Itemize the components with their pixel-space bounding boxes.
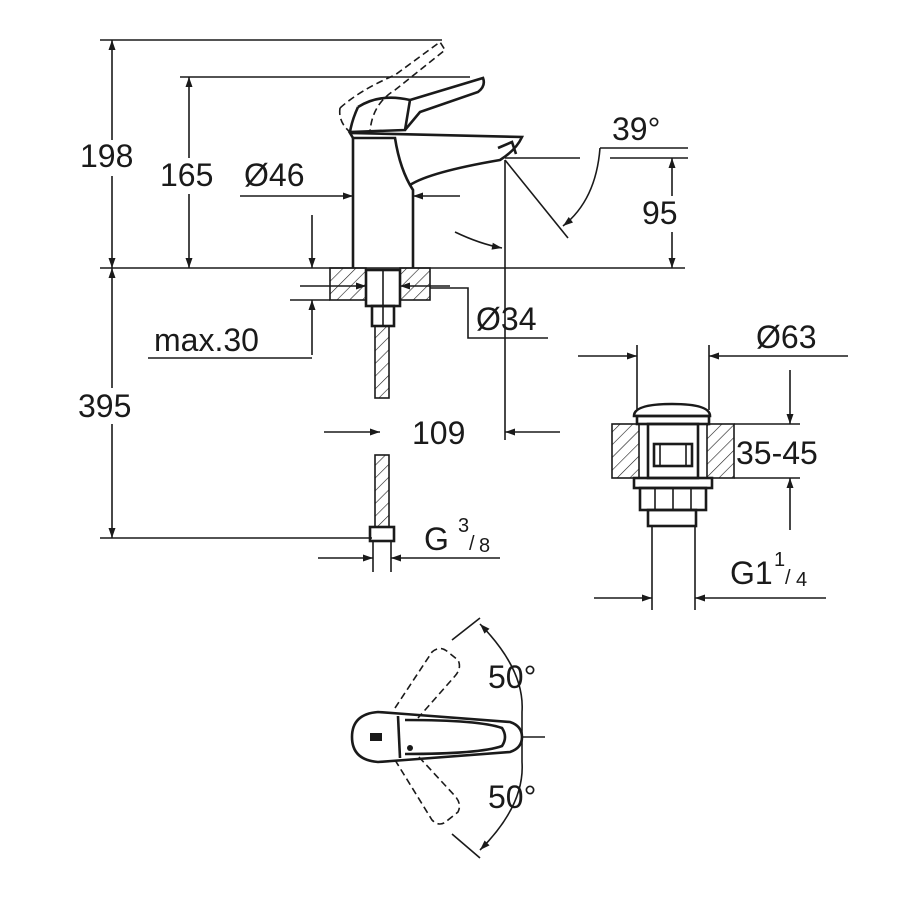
label-109: 109: [412, 415, 465, 451]
label-198: 198: [80, 138, 133, 174]
label-rotation-bottom: 50°: [488, 779, 536, 815]
dim-165: [160, 76, 470, 268]
faucet-spout: [347, 131, 525, 187]
dim-angle-39: [454, 147, 688, 268]
top-view-body: [350, 710, 524, 764]
label-165: 165: [160, 157, 213, 193]
faucet-side-view: [100, 40, 685, 572]
dim-max-30: [148, 215, 330, 359]
faucet-top-view: [350, 617, 545, 859]
label-rotation-top: 50°: [488, 659, 536, 695]
dim-395: [78, 268, 372, 539]
dim-diameter-63: [578, 345, 848, 410]
label-diameter-46: Ø46: [244, 157, 304, 193]
dim-35-45: [734, 370, 800, 530]
waste-valve: [611, 402, 735, 610]
deck-section-left: [329, 267, 367, 301]
supply-hose-upper: [374, 325, 390, 399]
label-max-30: max.30: [154, 322, 259, 358]
dim-109: [324, 268, 560, 440]
label-g1-1-4-num: 1: [774, 549, 785, 571]
label-angle-39: 39°: [612, 111, 660, 147]
lever-dashed-position: [339, 40, 447, 133]
label-g-3-8-den: 8: [479, 535, 490, 557]
label-395: 395: [78, 388, 131, 424]
supply-hose-lower: [374, 454, 390, 528]
label-g-3-8-slash: /: [469, 533, 475, 555]
faucet-lever: [349, 76, 486, 134]
label-g1-1-4-slash: /: [785, 567, 791, 589]
dim-198: [80, 39, 442, 268]
deck-section-right: [399, 267, 431, 301]
label-35-45: 35-45: [736, 435, 818, 471]
faucet-body: [351, 136, 415, 268]
label-95: 95: [642, 195, 678, 231]
label-g-3-8-num: 3: [458, 515, 469, 537]
label-g1-1-4-g1: G1: [730, 555, 773, 591]
label-g-3-8-g: G: [424, 521, 449, 557]
label-diameter-34: Ø34: [476, 301, 536, 337]
label-g1-1-4-den: 4: [796, 569, 807, 591]
label-diameter-63: Ø63: [756, 319, 816, 355]
dim-diameter-34: [300, 282, 548, 339]
dim-95: [610, 157, 698, 268]
